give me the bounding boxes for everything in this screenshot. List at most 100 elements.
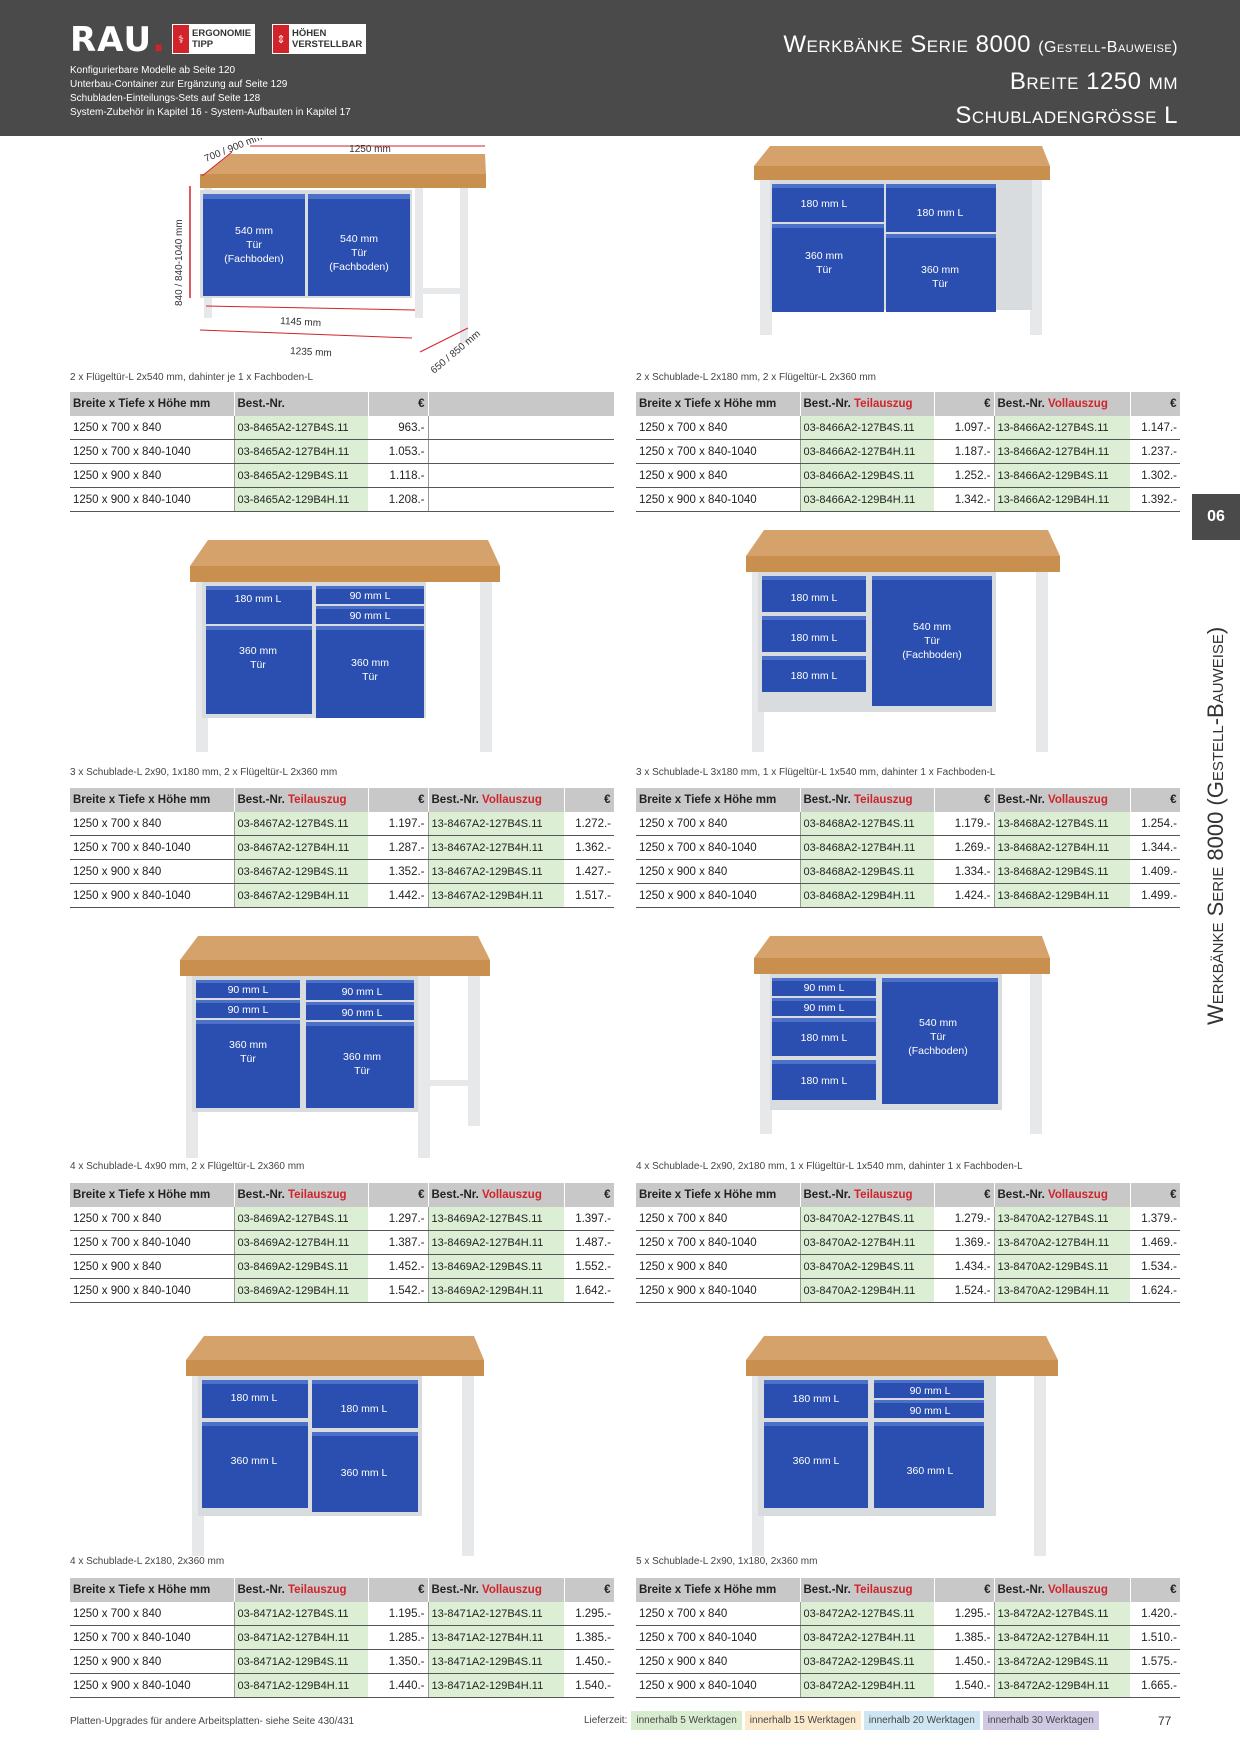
legend-15-days: innerhalb 15 Werktagen — [744, 1711, 861, 1730]
table-header-row: Breite x Tiefe x Höhe mm Best.-Nr. Teila… — [70, 788, 615, 812]
p5-door-right-size: 360 mm — [343, 1051, 381, 1063]
product-7-image: 180 mm L 360 mm L 180 mm L 360 mm L — [184, 1330, 504, 1562]
product-1-image: 540 mm Tür (Fachboden) 540 mm Tür (Fachb… — [170, 138, 510, 376]
table-header-row: Breite x Tiefe x Höhe mm Best.-Nr. Teila… — [636, 392, 1181, 416]
table-header-row: Breite x Tiefe x Höhe mm Best.-Nr. Teila… — [70, 1578, 615, 1602]
p1-door-right-fach: (Fachboden) — [329, 261, 389, 273]
rau-logo: RAU. — [70, 20, 166, 60]
p6-drawer-90-a: 90 mm L — [804, 982, 845, 994]
header-notes: Konfigurierbare Modelle ab Seite 120 Unt… — [70, 65, 351, 118]
ergonomie-icon: ⚕ — [173, 25, 189, 53]
product-5-caption: 4 x Schublade-L 4x90 mm, 2 x Flügeltür-L… — [70, 1161, 305, 1172]
dim-1235: 1235 mm — [290, 346, 332, 359]
p1-door-left-fach: (Fachboden) — [224, 253, 284, 265]
p4-door-fach: (Fachboden) — [902, 649, 962, 661]
p4-door-size: 540 mm — [913, 621, 951, 633]
page-title: Werkbänke Serie 8000 (Gestell-Bauweise) … — [783, 31, 1178, 129]
product-3-table: Breite x Tiefe x Höhe mm Best.-Nr. Teila… — [70, 788, 615, 908]
dim-height: 840 / 840-1040 mm — [174, 219, 185, 306]
footer-note: Platten-Upgrades für andere Arbeitsplatt… — [70, 1716, 355, 1727]
p7-drawer-180-right: 180 mm L — [341, 1403, 388, 1415]
p3-door-left-size: 360 mm — [239, 645, 277, 657]
p3-door-right-tuer: Tür — [362, 671, 378, 683]
product-3-image: 180 mm L 360 mm Tür 90 mm L 90 mm L 360 … — [188, 536, 508, 758]
legend-label: Lieferzeit: — [584, 1715, 628, 1726]
p7-drawer-360-right: 360 mm L — [341, 1467, 388, 1479]
product-8-table: Breite x Tiefe x Höhe mm Best.-Nr. Teila… — [636, 1578, 1181, 1698]
p5-drawer-90-b: 90 mm L — [228, 1004, 269, 1016]
table-header-row: Breite x Tiefe x Höhe mm Best.-Nr. Teila… — [636, 1183, 1181, 1207]
p8-drawer-360-left: 360 mm L — [793, 1455, 840, 1467]
product-5-image: 90 mm L 90 mm L 360 mm Tür 90 mm L 90 mm… — [178, 930, 508, 1164]
product-8-caption: 5 x Schublade-L 2x90, 1x180, 2x360 mm — [636, 1556, 818, 1567]
dim-width: 1250 mm — [349, 144, 391, 155]
height-adjust-icon: ⇕ — [273, 25, 289, 53]
p6-drawer-180-b: 180 mm L — [801, 1075, 848, 1087]
product-5-table: Breite x Tiefe x Höhe mm Best.-Nr. Teila… — [70, 1183, 615, 1303]
page-number: 77 — [1158, 1714, 1172, 1728]
product-7-caption: 4 x Schublade-L 2x180, 2x360 mm — [70, 1556, 225, 1567]
p4-drawer-180-c: 180 mm L — [791, 670, 838, 682]
product-2-image: 180 mm L 360 mm Tür 180 mm L 360 mm Tür — [750, 140, 1060, 340]
vertical-chapter-title: Werkbänke Serie 8000 (Gestell-Bauweise) — [1203, 626, 1228, 1025]
p8-drawer-90-b: 90 mm L — [910, 1405, 951, 1417]
p8-drawer-180: 180 mm L — [793, 1393, 840, 1405]
product-6-image: 90 mm L 90 mm L 180 mm L 180 mm L 540 mm… — [750, 930, 1060, 1140]
product-3-caption: 3 x Schublade-L 2x90, 1x180 mm, 2 x Flüg… — [70, 767, 338, 778]
p4-drawer-180-b: 180 mm L — [791, 632, 838, 644]
product-8-image: 180 mm L 360 mm L 90 mm L 90 mm L 360 mm… — [744, 1330, 1070, 1562]
p6-door-size: 540 mm — [919, 1017, 957, 1029]
dim-1145: 1145 mm — [280, 316, 321, 329]
dim-650: 650 / 850 mm — [429, 329, 483, 376]
table-header-row: Breite x Tiefe x Höhe mm Best.-Nr. Teila… — [636, 1578, 1181, 1602]
legend-30-days: innerhalb 30 Werktagen — [982, 1711, 1099, 1730]
product-2-caption: 2 x Schublade-L 2x180 mm, 2 x Flügeltür-… — [636, 372, 876, 383]
p1-door-left-size: 540 mm — [235, 225, 273, 237]
p1-door-right-tuer: Tür — [351, 247, 367, 259]
p2-door-right-tuer: Tür — [932, 278, 948, 290]
p3-door-left-tuer: Tür — [250, 659, 266, 671]
p6-door-tuer: Tür — [930, 1031, 946, 1043]
product-1-caption: 2 x Flügeltür-L 2x540 mm, dahinter je 1 … — [70, 372, 314, 383]
product-6-caption: 4 x Schublade-L 2x90, 2x180 mm, 1 x Flüg… — [636, 1161, 1023, 1172]
chapter-tab: 06 — [1192, 494, 1240, 540]
p5-door-right-tuer: Tür — [354, 1065, 370, 1077]
table-header-row: Breite x Tiefe x Höhe mm Best.-Nr. Teila… — [636, 788, 1181, 812]
p6-drawer-180-a: 180 mm L — [801, 1032, 848, 1044]
p5-door-left-tuer: Tür — [240, 1053, 256, 1065]
legend-5-days: innerhalb 5 Werktagen — [631, 1711, 742, 1730]
p3-drawer-90-b: 90 mm L — [350, 610, 391, 622]
table-header-row: Breite x Tiefe x Höhe mm Best.-Nr. € — [70, 392, 615, 416]
legend-20-days: innerhalb 20 Werktagen — [863, 1711, 980, 1730]
col-size-header: Breite x Tiefe x Höhe mm — [70, 392, 235, 416]
p2-drawer-180-right: 180 mm L — [917, 207, 964, 219]
product-6-table: Breite x Tiefe x Höhe mm Best.-Nr. Teila… — [636, 1183, 1181, 1303]
p1-door-right-size: 540 mm — [340, 233, 378, 245]
col-eur-header: € — [368, 392, 429, 416]
